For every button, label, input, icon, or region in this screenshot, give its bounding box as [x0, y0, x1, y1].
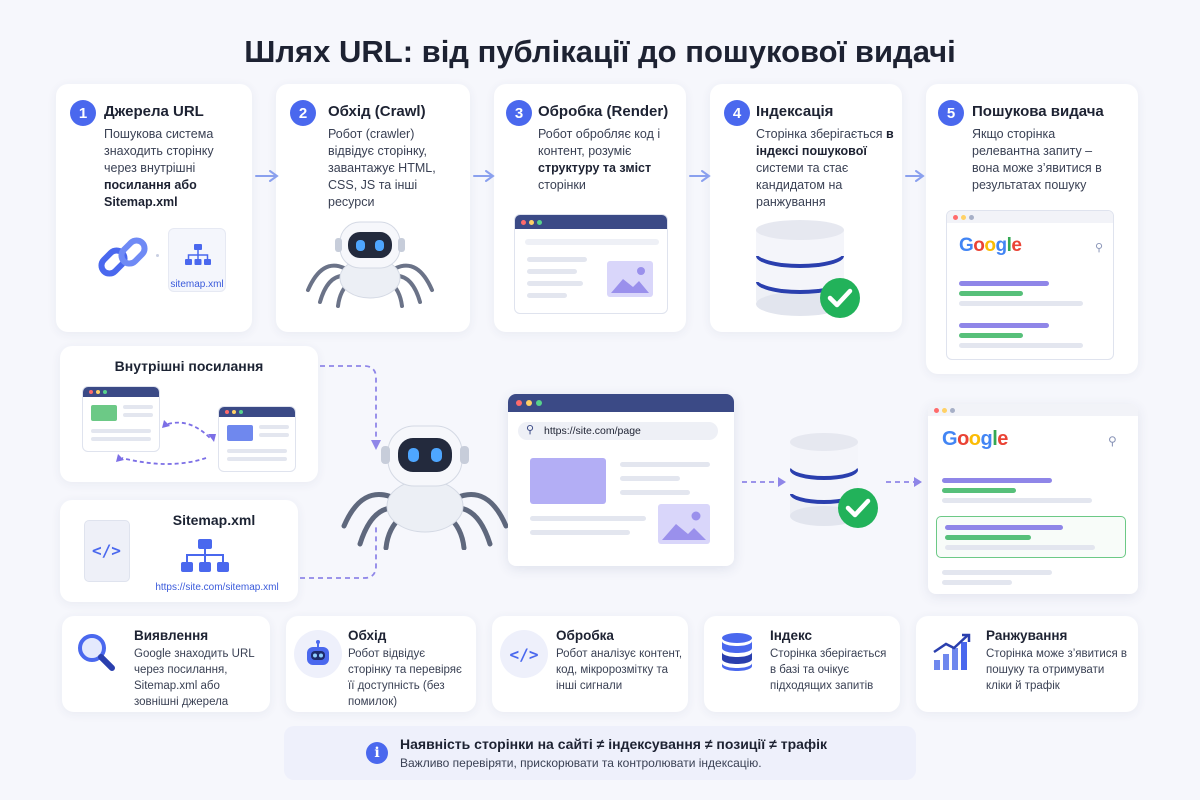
summary-card-discovery: Виявлення Google знаходить URL через пос…: [62, 616, 270, 712]
step-description: Якщо сторінка релевантна запиту – вона м…: [972, 127, 1102, 192]
step-card-indexing: 4 Індексація Сторінка зберігається в інд…: [710, 84, 902, 332]
step-number: 5: [938, 100, 964, 126]
step-number: 3: [506, 100, 532, 126]
spider-robot-icon: [306, 221, 434, 308]
page-window-a: [82, 386, 160, 452]
step-card-crawl: 2 Обхід (Crawl) Робот (crawler) відвідує…: [276, 84, 470, 332]
growth-chart-icon: [932, 632, 972, 677]
step-card-serp: 5 Пошукова видача Якщо сторінка релевант…: [926, 84, 1138, 374]
summary-card-ranking: Ранжування Сторінка може з’явитися в пош…: [916, 616, 1138, 712]
browser-window: ⚲ https://site.com/page: [508, 394, 734, 566]
database-icon: [720, 632, 754, 677]
xml-file-icon: </>: [84, 520, 130, 582]
internal-links-title: Внутрішні посилання: [114, 358, 264, 374]
summary-description: Робот аналізує контент, код, мікророзміт…: [556, 648, 683, 692]
step-number: 2: [290, 100, 316, 126]
summary-title: Обробка: [556, 628, 614, 643]
info-icon: i: [366, 742, 388, 764]
step-description: Сторінка зберігається в індексі пошуково…: [756, 127, 894, 209]
info-banner: i Наявність сторінки на сайті ≠ індексув…: [284, 726, 916, 780]
sitemap-label: sitemap.xml: [170, 279, 224, 290]
address-url: https://site.com/page: [544, 425, 641, 437]
step-description: Робот обробляє код і контент, розуміє ст…: [538, 127, 661, 192]
chain-link-icon: [98, 237, 148, 277]
step-description: Пошукова система знаходить сторінку чере…: [104, 127, 214, 209]
sitemap-card: Sitemap.xml </> https://site.com/sitemap…: [60, 500, 298, 602]
internal-links-card: Внутрішні посилання: [60, 346, 318, 482]
magnifier-icon: [76, 632, 116, 677]
crawler-robot: [341, 425, 509, 550]
page-title: Шлях URL: від публікації до пошукової ви…: [244, 34, 956, 69]
step-card-sources: 1 Джерела URL Пошукова система знаходить…: [56, 84, 252, 332]
step-title: Джерела URL: [104, 103, 204, 120]
summary-description: Робот відвідує сторінку та перевіряє її …: [348, 648, 462, 708]
robot-icon: [294, 630, 342, 678]
code-icon: </>: [500, 630, 548, 678]
page-window-b: [218, 406, 296, 472]
search-icon: ⚲: [1095, 242, 1104, 254]
database-check-icon: [756, 220, 860, 318]
rendered-page-illustration: [514, 214, 668, 314]
info-main-text: Наявність сторінки на сайті ≠ індексуван…: [400, 736, 828, 752]
sitemap-url: https://site.com/sitemap.xml: [155, 582, 279, 593]
summary-title: Обхід: [348, 628, 387, 643]
highlighted-result[interactable]: [936, 516, 1126, 558]
summary-description: Google знаходить URL через посилання, Si…: [134, 648, 255, 708]
info-sub-text: Важливо перевіряти, прискорювати та конт…: [400, 756, 762, 770]
image-placeholder-icon: [607, 261, 653, 297]
sitemap-card-title: Sitemap.xml: [172, 512, 256, 528]
search-results-window: Google ⚲: [928, 404, 1138, 594]
address-bar[interactable]: ⚲ https://site.com/page: [518, 422, 718, 440]
summary-card-index: Індекс Сторінка зберігається в базі та о…: [704, 616, 900, 712]
step-number: 4: [724, 100, 750, 126]
summary-title: Ранжування: [986, 628, 1068, 643]
search-results-illustration: Google ⚲: [946, 210, 1114, 360]
step-title: Індексація: [756, 103, 834, 120]
step-description: Робот (crawler) відвідує сторінку, заван…: [328, 127, 436, 209]
step-number: 1: [70, 100, 96, 126]
google-logo: Google: [942, 428, 1008, 450]
google-logo: Google: [959, 235, 1022, 256]
sitemap-file-icon: [168, 228, 226, 292]
summary-card-render: </> Обробка Робот аналізує контент, код,…: [492, 616, 688, 712]
image-placeholder-icon: [658, 504, 710, 544]
search-icon: ⚲: [1108, 434, 1117, 448]
summary-description: Сторінка зберігається в базі та очікує п…: [770, 648, 887, 692]
search-icon: ⚲: [526, 424, 535, 436]
step-title: Пошукова видача: [972, 103, 1104, 120]
summary-description: Сторінка може з’явитися в пошуку та отри…: [986, 648, 1128, 692]
sitemap-tree-icon: [181, 539, 229, 572]
summary-title: Індекс: [770, 628, 813, 643]
summary-card-crawl: Обхід Робот відвідує сторінку та перевір…: [286, 616, 476, 712]
link-arrows: [116, 420, 216, 465]
step-title: Обхід (Crawl): [328, 103, 426, 120]
index-database-icon: [790, 433, 878, 528]
summary-title: Виявлення: [134, 628, 209, 643]
step-card-render: 3 Обробка (Render) Робот обробляє код і …: [494, 84, 686, 332]
step-title: Обробка (Render): [538, 103, 669, 120]
